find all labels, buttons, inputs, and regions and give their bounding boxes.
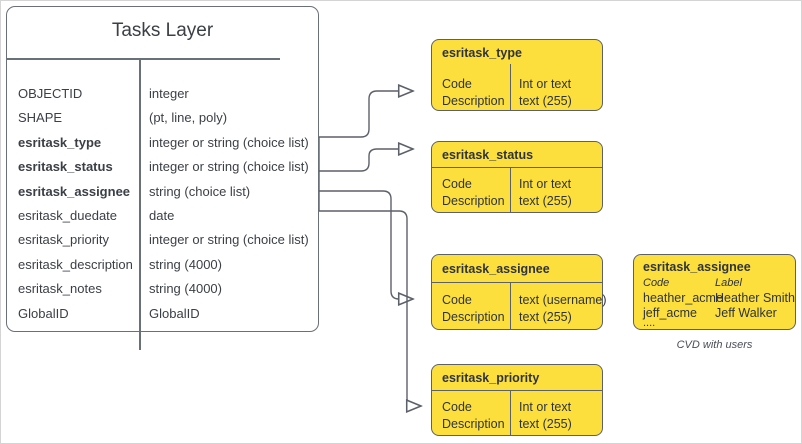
entity-field-row: esritask_priority integer or string (choi… <box>7 232 318 256</box>
entity-field-row: SHAPE (pt, line, poly) <box>7 110 318 134</box>
domain-left-line-2: Description <box>442 94 505 108</box>
cvd-assignee-box[interactable]: esritask_assignee Code Label heather_acm… <box>633 254 796 330</box>
entity-field-type: integer or string (choice list) <box>149 159 309 175</box>
entity-field-row: esritask_description string (4000) <box>7 257 318 281</box>
domain-column-divider <box>510 64 512 110</box>
entity-field-row: esritask_assignee string (choice list) <box>7 184 318 208</box>
entity-field-row: esritask_type integer or string (choice l… <box>7 135 318 159</box>
domain-left-line-1: Code <box>442 400 472 414</box>
domain-left-line-2: Description <box>442 194 505 208</box>
entity-field-name: esritask_description <box>18 256 133 272</box>
cvd-ellipsis: .... <box>643 317 656 329</box>
connector-status <box>319 149 413 172</box>
domain-right-line-2: text (255) <box>519 310 572 324</box>
domain-left-line-2: Description <box>442 310 505 324</box>
domain-left-line-1: Code <box>442 293 472 307</box>
entity-field-name: esritask_priority <box>18 232 110 248</box>
domain-title: esritask_priority <box>442 371 540 385</box>
entity-field-row: esritask_notes string (4000) <box>7 281 318 305</box>
connector-assignee <box>319 190 413 299</box>
cvd-header-code: Code <box>643 277 670 289</box>
domain-title-divider <box>431 390 603 392</box>
domain-title: esritask_status <box>442 148 534 162</box>
domain-left-line-1: Code <box>442 177 472 191</box>
domain-right-line-1: Int or text <box>519 77 572 91</box>
domain-title: esritask_type <box>442 46 522 60</box>
domain-box-esritask-type[interactable]: esritask_type Code Description Int or te… <box>431 39 603 111</box>
domain-right-line-1: Int or text <box>519 177 572 191</box>
entity-field-name: SHAPE <box>18 110 63 126</box>
domain-column-divider <box>510 391 512 435</box>
domain-right-line-1: Int or text <box>519 400 572 414</box>
entity-field-name: esritask_type <box>18 134 102 150</box>
cvd-header-label: Label <box>715 277 742 289</box>
entity-field-type: string (choice list) <box>149 183 251 199</box>
domain-right-line-2: text (255) <box>519 194 572 208</box>
domain-right-line-1: text (username) <box>519 293 607 307</box>
connector-type <box>319 91 413 138</box>
entity-field-row: GlobalID GlobalID <box>7 306 318 330</box>
entity-field-type: (pt, line, poly) <box>149 110 228 126</box>
domain-column-divider <box>510 168 512 212</box>
connector-priority <box>319 210 421 406</box>
entity-field-row: OBJECTID integer <box>7 86 318 110</box>
entity-field-row: esritask_status integer or string (choice… <box>7 159 318 183</box>
domain-box-esritask-priority[interactable]: esritask_priority Code Description Int o… <box>431 364 603 436</box>
domain-title-divider <box>431 167 603 169</box>
entity-field-name: esritask_notes <box>18 281 102 297</box>
cvd-row-label: Heather Smith <box>715 291 795 305</box>
entity-field-type: string (4000) <box>149 281 222 297</box>
entity-field-name: GlobalID <box>18 305 69 321</box>
cvd-row-label: Jeff Walker <box>715 306 777 320</box>
entity-field-name: OBJECTID <box>18 86 83 101</box>
cvd-row-code: jeff_acme <box>643 306 697 320</box>
cvd-title: esritask_assignee <box>643 260 751 274</box>
entity-title-divider <box>6 58 280 60</box>
entity-field-type: integer or string (choice list) <box>149 232 309 248</box>
domain-box-esritask-assignee[interactable]: esritask_assignee Code Description text … <box>431 254 607 330</box>
entity-field-row: esritask_duedate date <box>7 208 318 232</box>
domain-right-line-2: text (255) <box>519 417 572 431</box>
entity-field-name: esritask_duedate <box>18 207 118 223</box>
cvd-caption: CVD with users <box>676 339 753 351</box>
entity-field-type: string (4000) <box>149 256 222 272</box>
domain-left-line-1: Code <box>442 77 472 91</box>
entity-field-type: integer or string (choice list) <box>149 134 309 150</box>
entity-column-divider <box>139 60 141 350</box>
entity-field-type: GlobalID <box>149 305 200 321</box>
domain-right-line-2: text (255) <box>519 94 572 108</box>
domain-column-divider <box>510 283 512 329</box>
domain-title-divider <box>431 282 603 284</box>
entity-field-type: date <box>149 207 175 223</box>
domain-title: esritask_assignee <box>442 262 550 276</box>
domain-left-line-2: Description <box>442 417 505 431</box>
entity-field-name: esritask_status <box>18 159 113 175</box>
domain-box-esritask-status[interactable]: esritask_status Code Description Int or … <box>431 141 603 213</box>
entity-field-type: integer <box>149 86 189 101</box>
entity-title: Tasks Layer <box>111 20 214 41</box>
cvd-row-code: heather_acme <box>643 291 723 305</box>
entity-field-name: esritask_assignee <box>18 183 131 199</box>
